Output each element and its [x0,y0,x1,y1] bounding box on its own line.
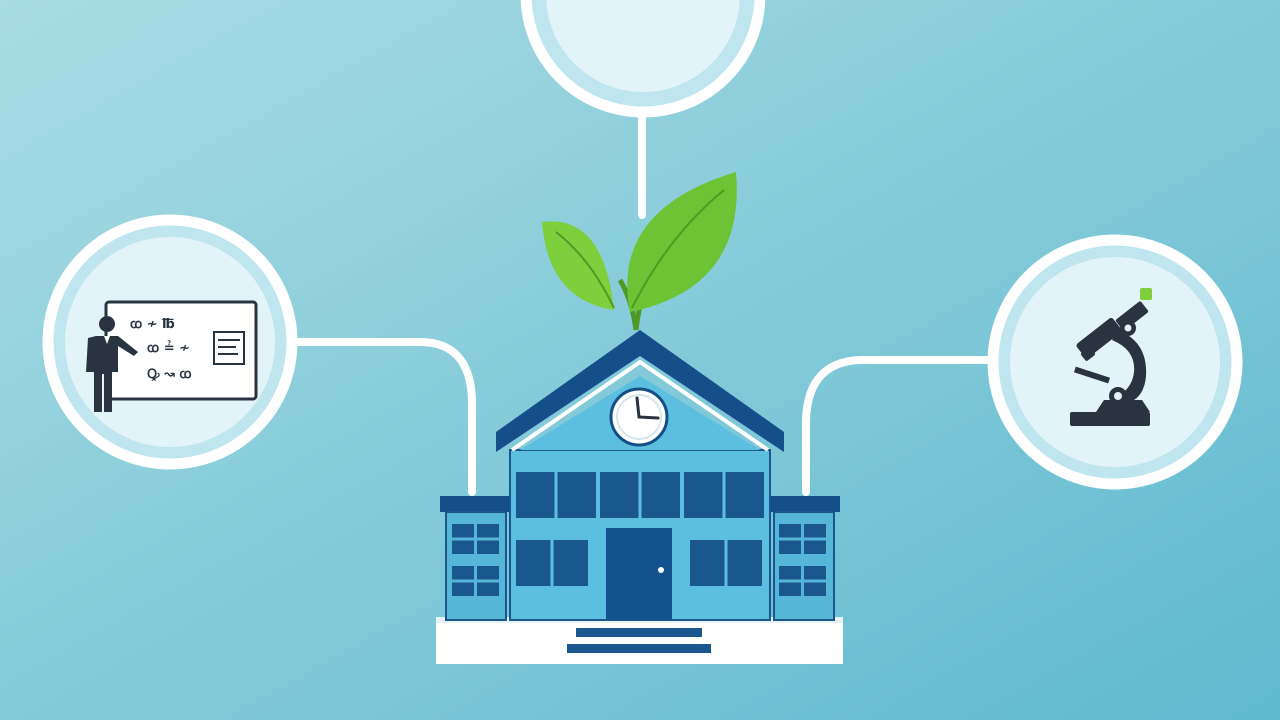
node-top [520,0,766,118]
node-right-inner [1010,257,1220,467]
svg-text:ꭃ ≟ ≁: ꭃ ≟ ≁ [147,340,190,356]
connector-right [802,356,994,496]
building-base [436,621,843,664]
sprout-icon [542,172,737,331]
school-building-icon [436,330,843,664]
leaf-right [627,172,737,312]
svg-text:ꭃ ≁ ℔: ꭃ ≁ ℔ [130,317,175,332]
leaf-left [542,221,614,310]
node-left: ꭃ ≁ ℔ ꭃ ≟ ≁ Ꝙ ↝ ꭃ [42,214,298,470]
step-2 [567,644,711,653]
step-1 [576,628,702,637]
clock-icon [609,387,669,447]
node-top-inner [546,0,740,92]
node-right [987,234,1243,490]
microscope-icon [1070,288,1152,426]
svg-text:Ꝙ ↝ ꭃ: Ꝙ ↝ ꭃ [147,367,192,382]
building-roof [496,330,784,452]
teacher-whiteboard-icon: ꭃ ≁ ℔ ꭃ ≟ ≁ Ꝙ ↝ ꭃ [86,300,258,412]
connector-left [292,338,476,496]
building-door [606,528,672,620]
